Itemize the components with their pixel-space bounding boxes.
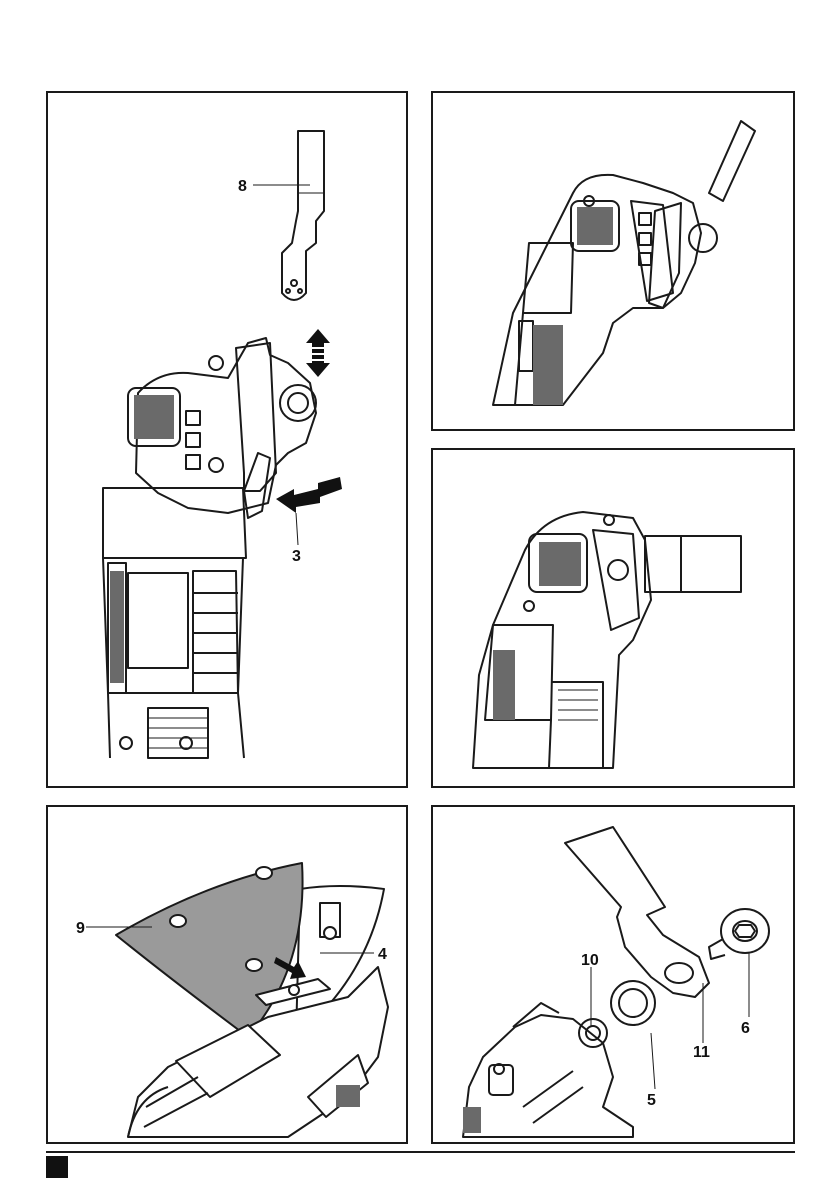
figure-4-illustration: 9 4 (48, 807, 408, 1144)
callout-10: 10 (581, 952, 599, 969)
callout-5: 5 (647, 1092, 656, 1109)
figure-5-illustration: 10 5 11 6 (433, 807, 795, 1144)
callout-8: 8 (238, 178, 247, 195)
page-tab-marker (46, 1156, 68, 1178)
figure-5-panel: 10 5 11 6 (431, 805, 795, 1144)
figure-1-panel: 8 3 (46, 91, 408, 788)
figure-2-panel (431, 91, 795, 431)
figure-4-panel: 9 4 (46, 805, 408, 1144)
blade-illustration (282, 131, 324, 300)
callout-4: 4 (378, 946, 387, 963)
callout-11: 11 (693, 1044, 710, 1061)
callout-9: 9 (76, 920, 85, 937)
tool-body-illustration (103, 488, 246, 758)
figure-1-illustration: 8 3 (48, 93, 408, 788)
tool-illustration (463, 1003, 633, 1137)
callout-3: 3 (292, 548, 301, 565)
footer-rule (46, 1151, 795, 1153)
figure-3-panel (431, 448, 795, 788)
blade-illustration (645, 536, 741, 592)
blade-illustration (709, 121, 755, 201)
figure-2-illustration (433, 93, 795, 431)
washer-illustration (611, 981, 655, 1025)
up-down-arrow-icon (306, 329, 330, 377)
sanding-sheet-illustration (116, 863, 303, 1037)
flange-bolt-illustration (709, 909, 769, 959)
swing-arrow-icon (276, 477, 342, 513)
figure-3-illustration (433, 450, 795, 788)
tool-head-illustration (128, 338, 316, 518)
callout-6: 6 (741, 1020, 750, 1037)
blade-illustration (565, 827, 709, 997)
